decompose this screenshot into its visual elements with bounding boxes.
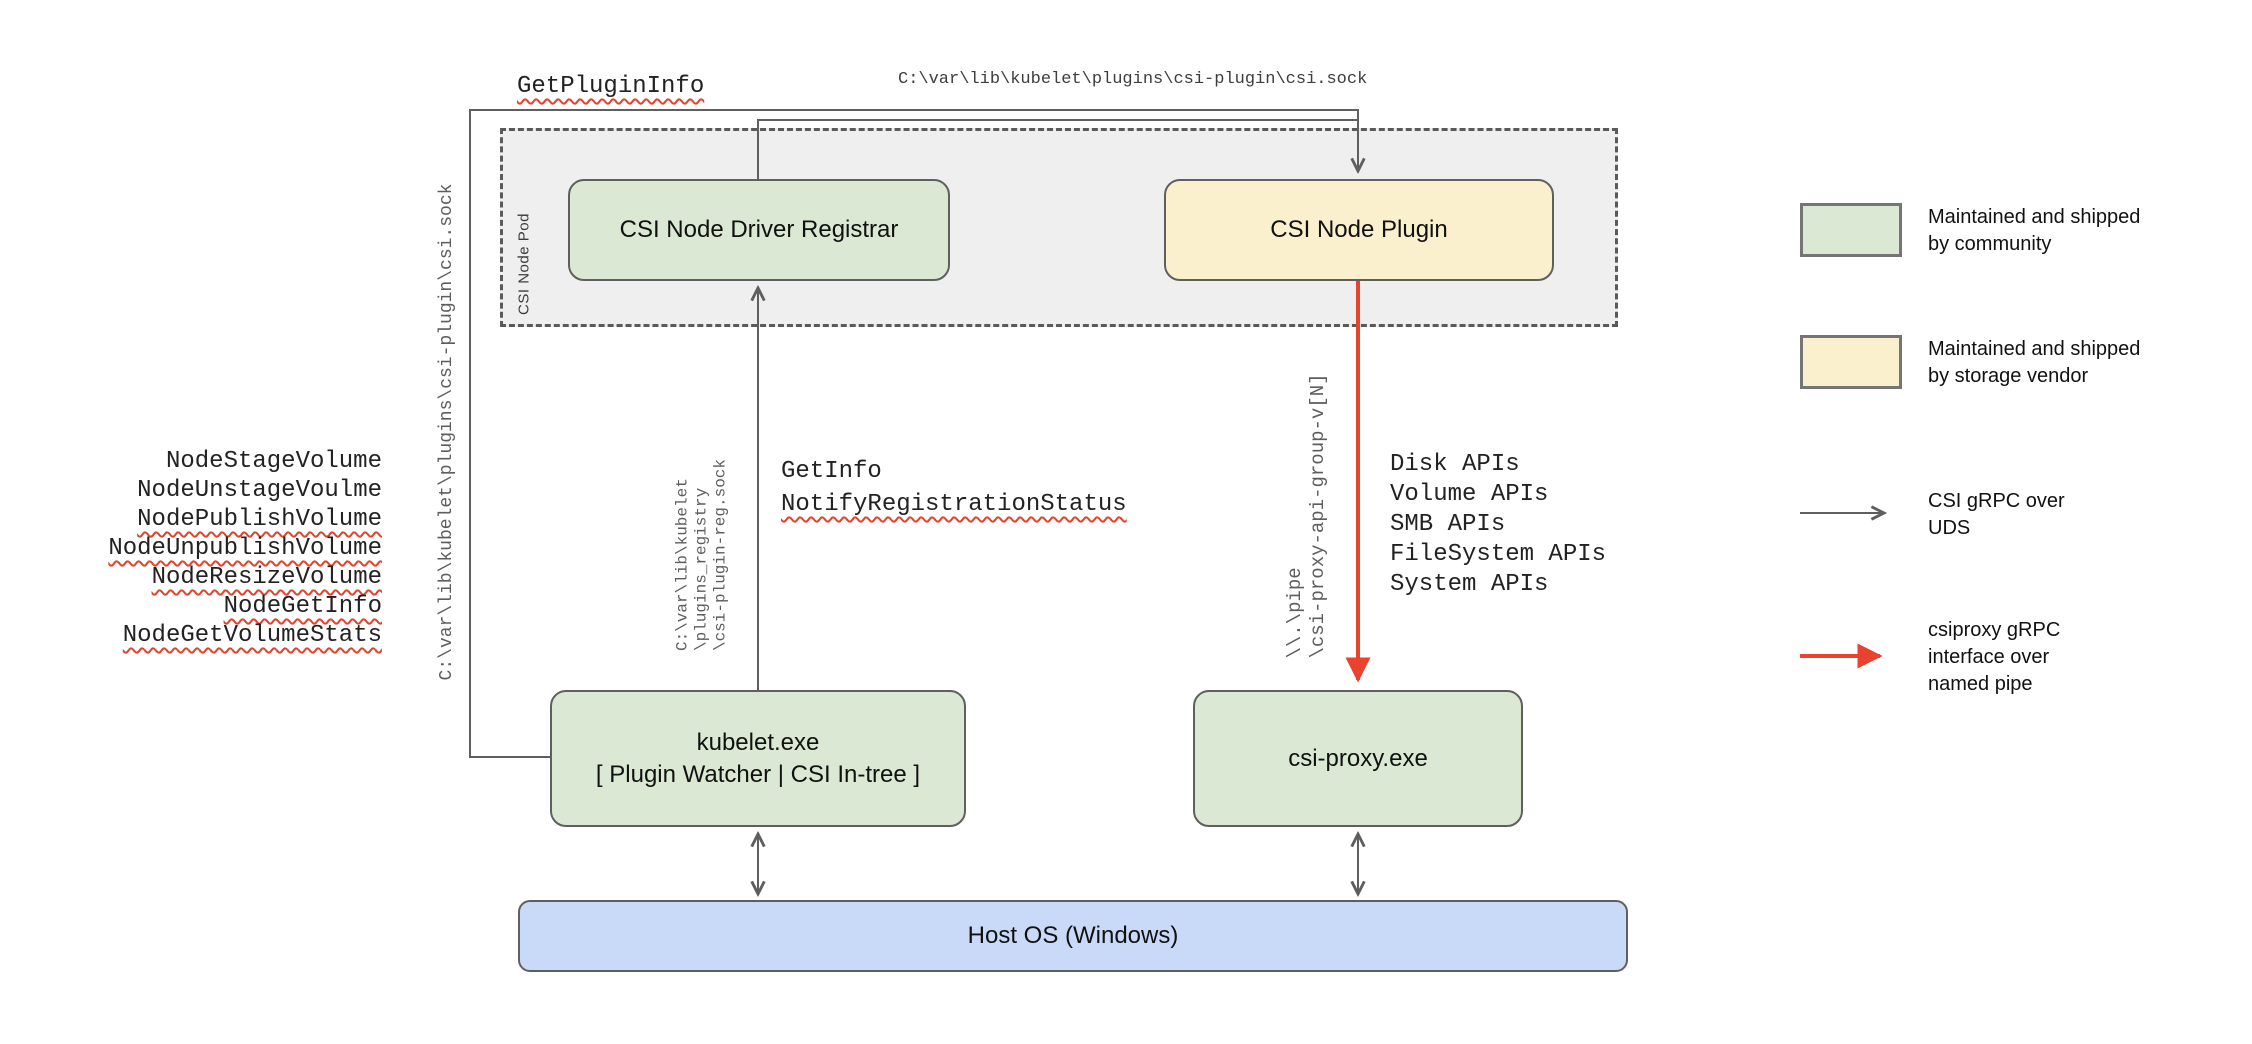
csi-proxy-box: csi-proxy.exe [1193,690,1523,827]
csi-node-pod-label: CSI Node Pod [515,213,533,315]
api-item: Disk APIs [1390,451,1520,478]
named-pipe-path-vertical: \\.\pipe \csi-proxy-api-group-v[N] [1284,373,1329,659]
node-call-item: NodePublishVolume [137,506,382,533]
legend-vendor-label: Maintained and shipped by storage vendor [1928,338,2141,387]
api-item: System APIs [1390,571,1549,598]
proxy-api-list: Disk APIs Volume APIs SMB APIs FileSyste… [1390,450,1606,600]
legend-uds-label: CSI gRPC over UDS [1928,490,2065,539]
api-item: SMB APIs [1390,511,1506,538]
csi-node-driver-registrar-box: CSI Node Driver Registrar [568,179,950,281]
node-call-item: NodeGetVolumeStats [122,622,382,649]
node-call-item: NodeResizeVolume [151,564,382,591]
kubelet-title: kubelet.exe [696,728,820,756]
node-call-item: NodeStageVolume [165,448,382,475]
node-calls-list: NodeStageVolume NodeUnstageVoulme NodePu… [80,447,382,650]
legend-swatch-community [1800,203,1902,257]
api-item: FileSystem APIs [1390,541,1607,568]
legend-pipe-label: csiproxy gRPC interface over named pipe [1928,619,2061,695]
node-call-item: NodeUnstageVoulme [137,477,382,504]
legend-community-label: Maintained and shipped by community [1928,206,2141,255]
getplugininfo-label: GetPluginInfo [517,73,705,100]
api-item: Volume APIs [1390,481,1549,508]
kubelet-subtitle: [ Plugin Watcher | CSI In-tree ] [595,760,921,788]
csi-node-plugin-box: CSI Node Plugin [1164,179,1554,281]
node-call-item: NodeUnpublishVolume [108,535,382,562]
notifyregistrationstatus-label: NotifyRegistrationStatus [781,491,1127,518]
csi-sock-path-vertical: C:\var\lib\kubelet\plugins\csi-plugin\cs… [437,183,457,681]
registration-calls: GetInfo NotifyRegistrationStatus [781,455,1127,521]
node-call-item: NodeGetInfo [223,593,382,620]
getinfo-label: GetInfo [781,458,882,485]
kubelet-box: kubelet.exe [ Plugin Watcher | CSI In-tr… [550,690,966,827]
host-os-box: Host OS (Windows) [518,900,1628,972]
reg-sock-path-vertical: C:\var\lib\kubelet \plugins_registry \cs… [673,458,730,652]
legend-swatch-vendor [1800,335,1902,389]
csi-sock-path-top: C:\var\lib\kubelet\plugins\csi-plugin\cs… [898,70,1368,89]
